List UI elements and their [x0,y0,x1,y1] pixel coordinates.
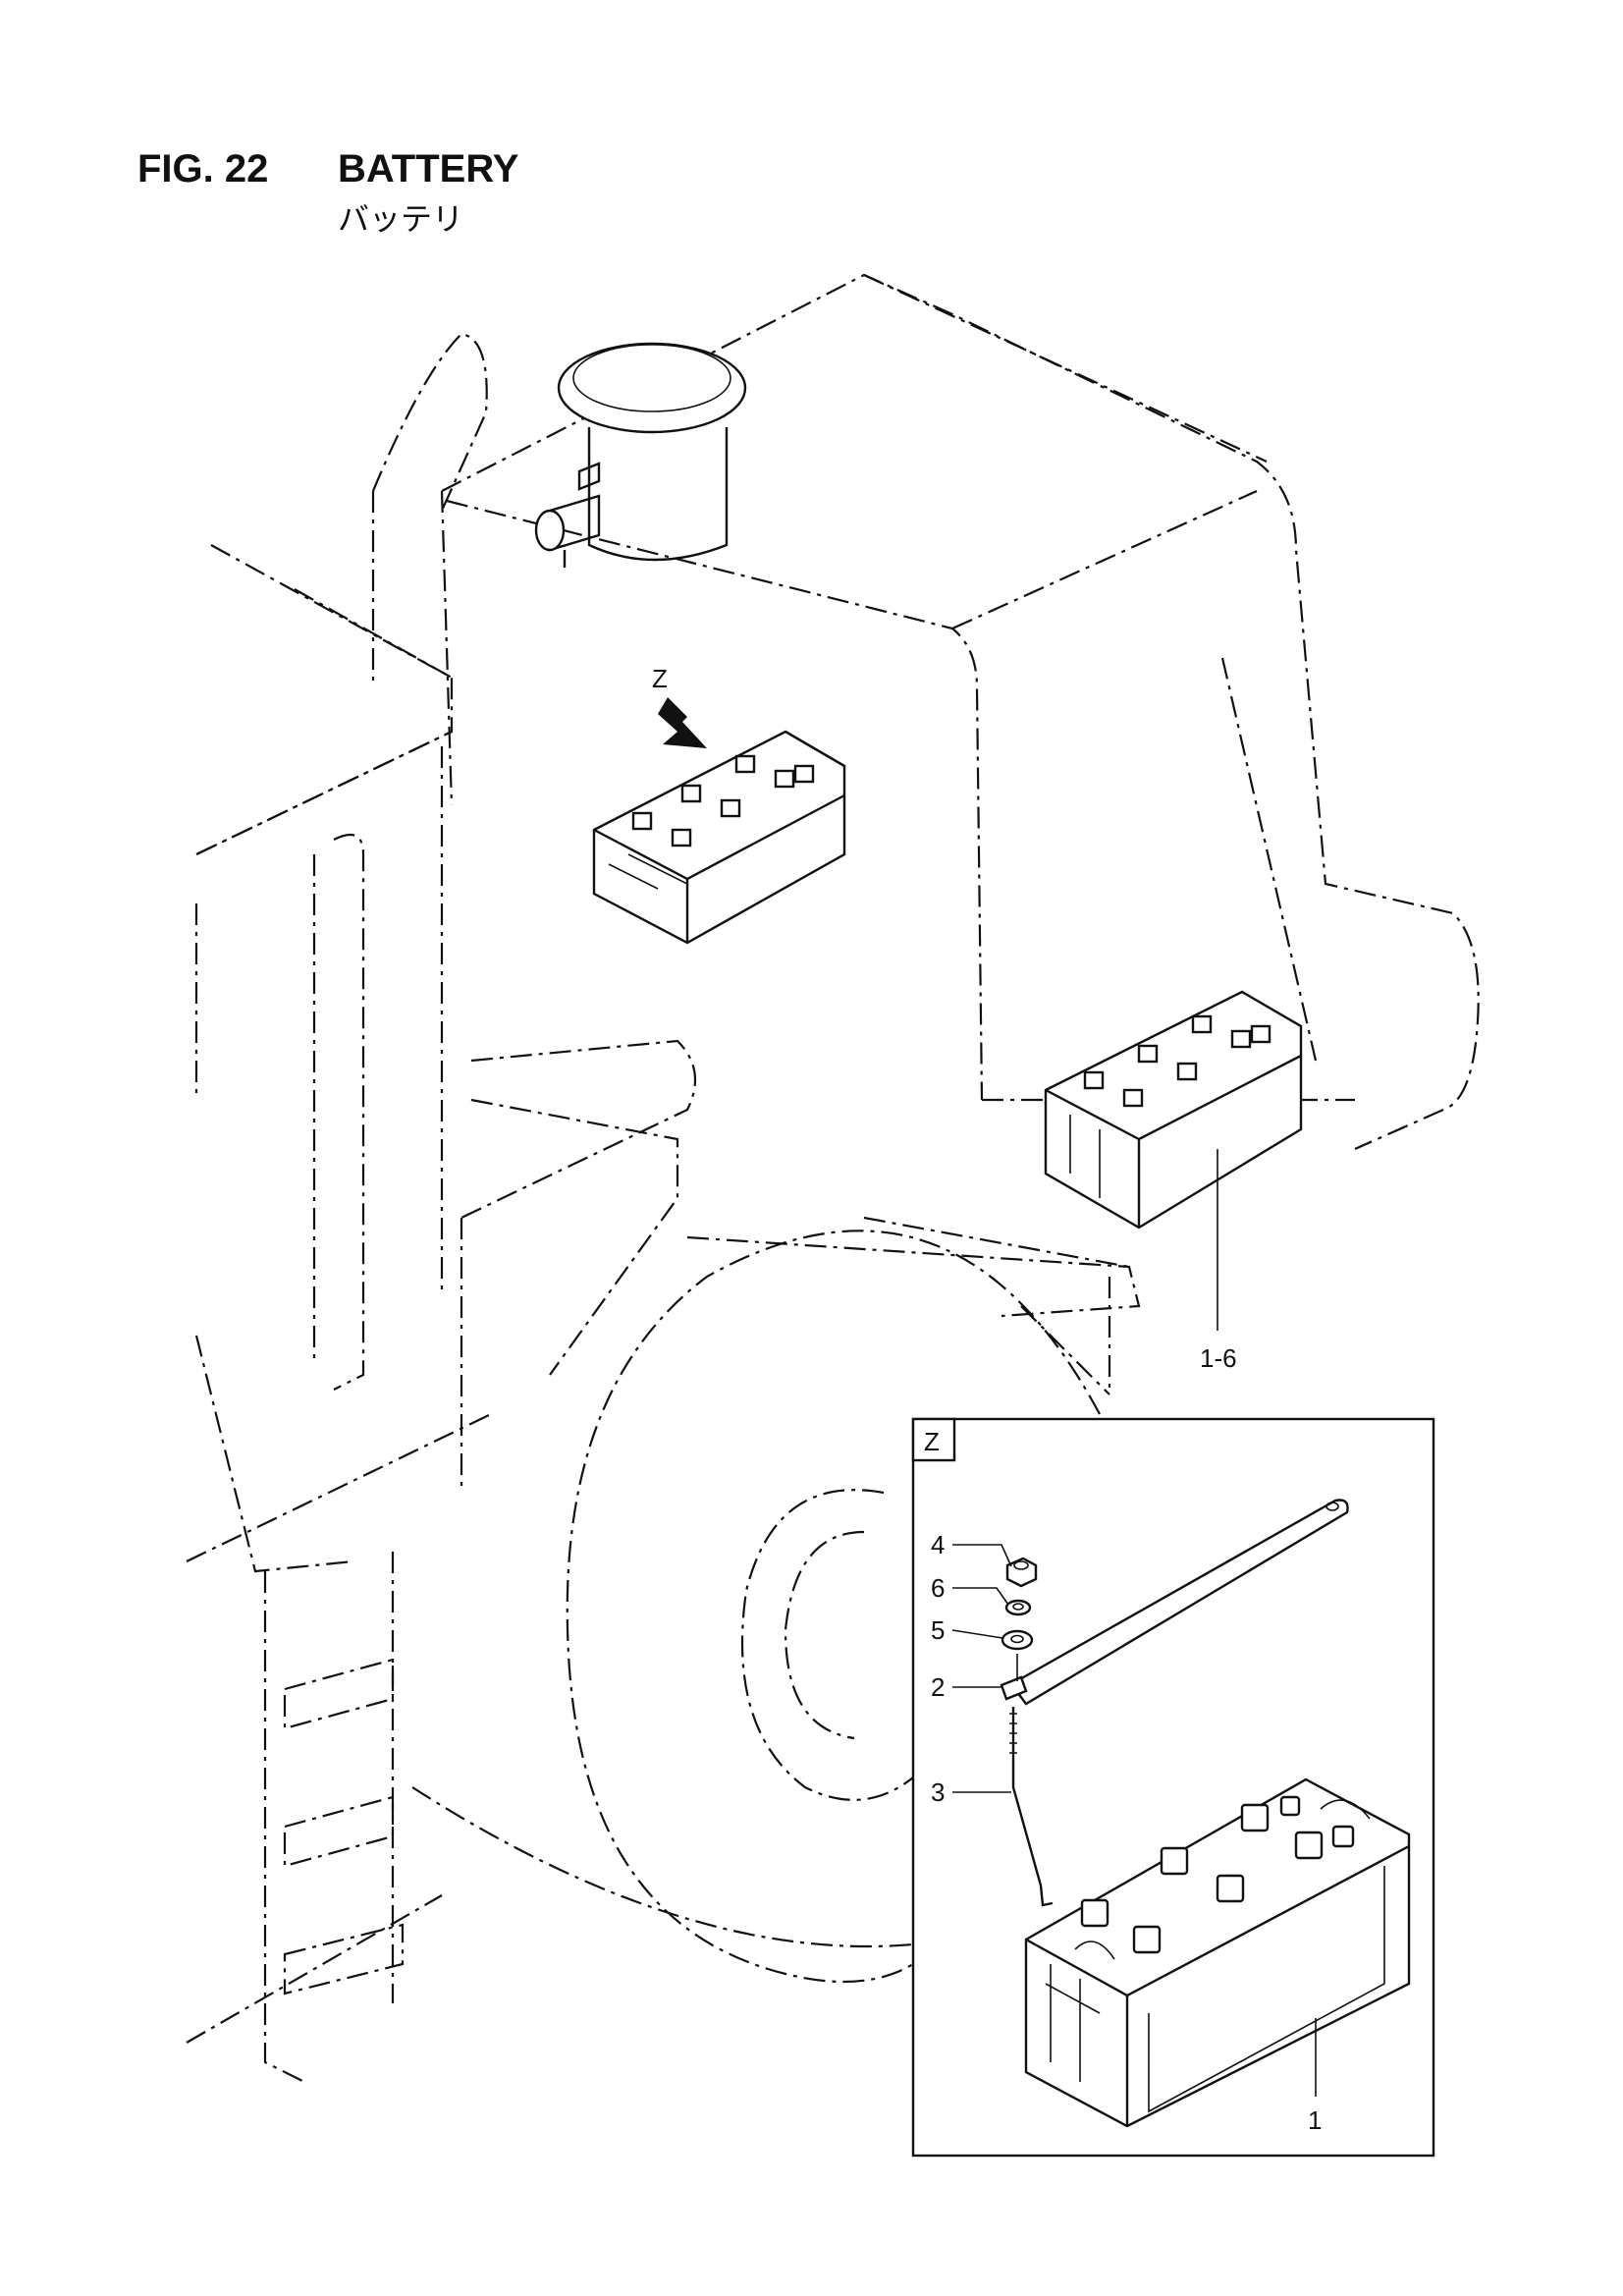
lock-washer-part-6 [1004,1599,1032,1616]
lower-battery-terminals [1083,1014,1271,1108]
callout-1-6: 1-6 [1200,1149,1237,1373]
hold-down-strap [1009,1499,1349,1706]
figure-title: BATTERY [338,147,519,191]
callout-label-lock-washer: 6 [931,1573,945,1603]
detail-callouts: 4 6 5 2 3 1 [931,1530,1322,2135]
upper-battery [592,730,846,945]
callout-label-plate: 2 [931,1672,945,1702]
lower-battery [1044,990,1303,1230]
battery-terminals [1080,1795,1355,1954]
upper-battery-terminals [631,754,815,847]
detail-box-label: Z [924,1427,940,1456]
air-precleaner [534,342,747,568]
plate-part-2 [1000,1654,1028,1701]
detail-box-z: Z [911,1417,1435,2158]
nut-part-4 [1005,1557,1038,1588]
callout-label-washer: 5 [931,1615,945,1645]
washer-part-5 [1001,1629,1034,1651]
callout-label-battery-assembly: 1-6 [1200,1343,1237,1373]
figure-subtitle: バッテリ [338,201,464,237]
figure-number: FIG. 22 [137,147,269,191]
rod-part-3 [1009,1707,1054,1907]
callout-label-rod: 3 [931,1777,945,1807]
view-arrow-z: Z [652,664,707,748]
callout-label-battery: 1 [1308,2105,1322,2135]
callout-label-nut: 4 [931,1530,945,1559]
view-arrow-label: Z [652,664,668,693]
battery-part-1 [1024,1777,1411,2128]
